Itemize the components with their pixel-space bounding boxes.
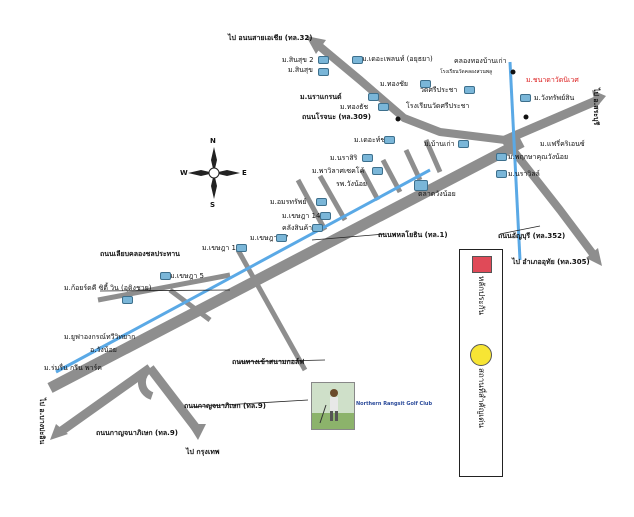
place-thongchai: ม.ทองชัย [380,80,408,88]
place-palm: ม.พฤกษาคุณวังน้อย [508,153,569,161]
building-icon [496,153,507,161]
building-icon [312,224,323,232]
building-icon [318,68,329,76]
place-school-top2: โรงเรียนวัดคลองสวนพลู [440,69,493,75]
road-to-saraburi [503,95,600,145]
place-khet18: ม.เขษฎา 18 [202,244,241,252]
place-khet5: ม.เขษฎา 5 [170,272,204,280]
arrow-saraburi [592,90,606,108]
legend-red-square [472,256,492,273]
local-road-7 [168,288,212,322]
building-icon [316,198,327,206]
place-navee: ม.นราวิลล์ [508,170,540,178]
local-road-2 [317,174,348,222]
local-road-1 [295,178,328,232]
canal-vertical [508,61,522,261]
place-sinsuk: ม.สินสุข [288,66,313,74]
place-nara: ม.นราสิริ [330,154,358,162]
road-label-kanchana2: ถนนกาญจนาภิเษก (ทล.9) [96,429,178,437]
building-icon [378,103,389,111]
compass-w: W [180,169,188,177]
place-school-top: คลองทองบ้านเก่า [454,57,507,65]
place-school: โรงเรียนวัดศรีประชา [406,102,470,110]
arrow-uthai [586,248,602,266]
building-icon [236,244,247,252]
building-icon [160,272,171,280]
legend-yellow-label: สถานที่สำคัญเด่น [477,368,486,428]
compass-rose [188,147,240,199]
road-label-bangkok: ไป กรุงเทพ [186,448,220,456]
compass-n: N [210,137,216,145]
place-khet17: ม.เขษฎา 17 [250,234,289,242]
place-market: ตลาดวังน้อย [418,190,456,198]
klong-road [97,272,231,303]
golf-club-caption: Northern Rangsit Golf Club [356,401,433,407]
local-road-3 [359,168,381,202]
phahon-highway [47,137,525,393]
golf-road [235,248,308,372]
place-fairy: ม.แฟรี่คริเอนซ์ [540,140,585,148]
arrow-bangkok [188,424,206,440]
map-legend: หลักประกัน สถานที่สำคัญเด่น [459,249,503,477]
road-label-phahon: ถนนพหลโยธิน (ทล.1) [378,231,448,239]
place-hospital: รพ.วังน้อย [336,180,368,188]
road-label-asia: ไป อนนสายเอเชีย (ทล.32) [228,34,313,42]
place-wangthong: ม.วังทรัพย์สิน [534,94,575,102]
market-icon [414,180,428,191]
road-to-uthai [501,137,600,261]
place-thongthat: ม.ทองธัช [340,103,369,111]
road-label-klong: ถนนเลียบคลองชลประทาน [100,250,180,258]
road-label-asia2: ถนนอัญบุรี (ทล.352) [498,232,566,240]
road-to-bangpain [57,364,153,436]
building-icon [368,93,379,101]
legend-yellow-circle [470,344,492,366]
compass-s: S [210,201,216,209]
place-ravee: ม.นราแกรนด์ [300,93,342,101]
asia-highway-north [315,41,506,144]
road-label-bangpain: ไป อ.บางปะอิน [38,398,46,445]
road-label-kanchana: ถนนกาญจนาภิเษก (ทล.9) [184,402,266,410]
building-icon [320,212,331,220]
building-icon [276,234,287,242]
building-icon [520,94,531,102]
road-label-rojana: ถนนโรจนะ (ทล.309) [302,113,371,121]
building-icon [496,170,507,178]
arrow-asia-north [306,36,326,54]
place-green: ม.ร่มรื่น กรีน พาร์ค [44,364,102,372]
road-label-golf: ถนนทางเข้าสนามกอล์ฟ [232,358,305,366]
building-icon [362,154,373,162]
compass-e: E [242,169,247,177]
building-icon [384,136,395,144]
road-to-bangkok [146,365,200,431]
building-icon [420,80,431,88]
building-icon [352,56,363,64]
place-pirun: ม.บ้านเก่า [424,140,455,148]
road-label-saraburi: ไป อ.สระบุรี [592,88,600,126]
place-amnat: ม.อมรทรัพย์ [270,198,307,206]
building-icon [372,167,383,175]
place-sinsuk2: ม.สินสุข 2 [282,56,314,64]
building-icon [122,296,133,304]
place-khet14: ม.เขษฎา 14 [282,212,321,220]
arrow-bangpain [50,424,68,440]
golf-club-photo [311,382,355,430]
building-icon [458,140,469,148]
building-icon [464,86,475,94]
road-label-uthai: ไป อำเภออุทัย (ทล.305) [512,258,590,266]
place-phraphruk: ม.พาวิลาศเซคโค้ [312,167,365,175]
place-khlongsinka: คลังสินค้า [282,224,313,232]
building-icon [318,56,329,64]
place-amphoe: อ.วังน้อย [90,346,117,354]
kanchana-loop [138,364,154,400]
canal [55,168,431,374]
place-wat: วัดศรีประชา [420,86,458,94]
legend-red-label: หลักประกัน [477,276,486,316]
place-deture: ม.เดอะท์ช [354,136,386,144]
place-golden: ม.ก้อยร์ดคี ซิตี้ วิน (อุดิงชาย) [64,284,152,292]
local-road-6 [423,138,443,174]
place-eufram: ม.ยูฟาองกรณ์ทวีวิทยาก [64,333,136,341]
place-ban-pruksa: ม.ชนาดาวัดนิเวศ [526,76,579,84]
place-pleasant: ม.เดอะเพลนท์ (อยุธยา) [362,55,433,63]
